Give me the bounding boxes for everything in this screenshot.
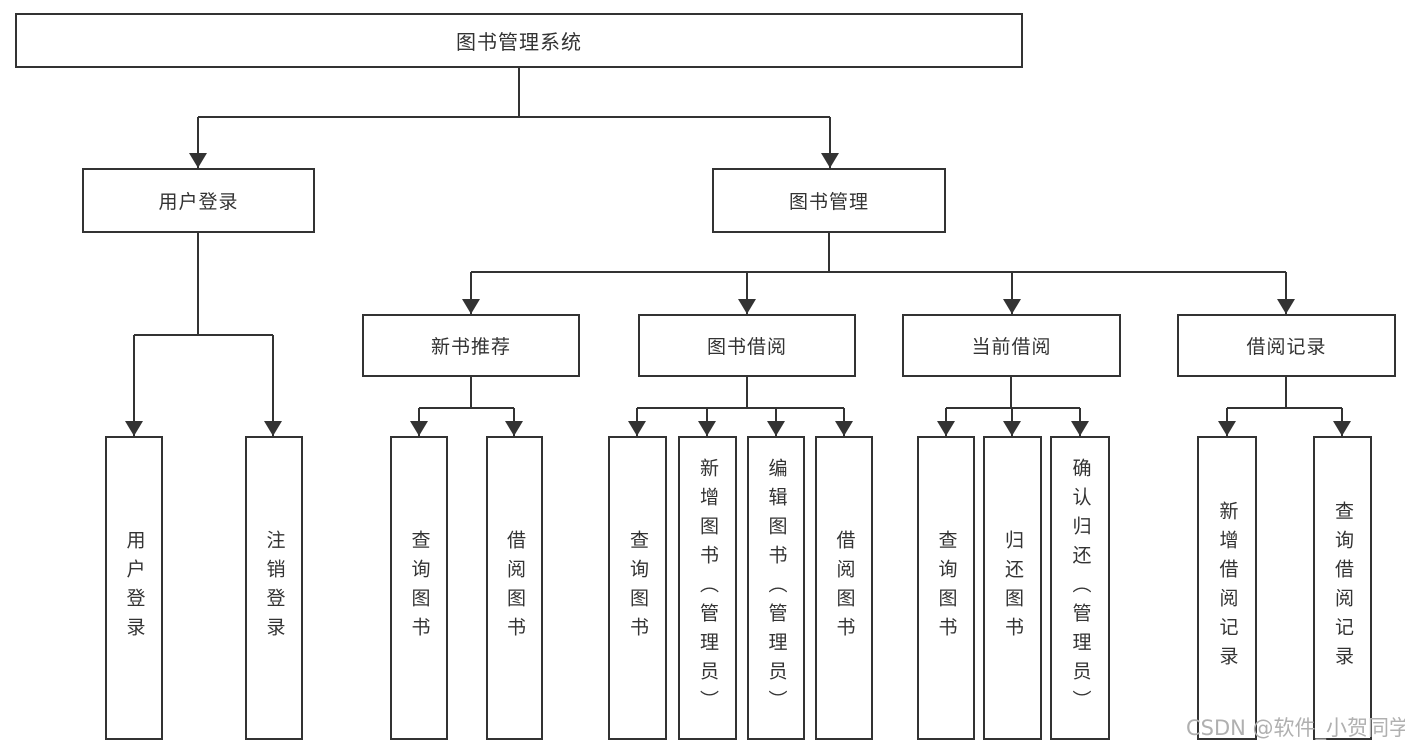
node-new-book-recommend: 新书推荐	[362, 314, 580, 377]
node-user-login: 用户登录	[82, 168, 315, 233]
leaf-query-books-1: 查询图书	[390, 436, 448, 740]
leaf-user-login: 用户登录	[105, 436, 163, 740]
leaf-logout: 注销登录	[245, 436, 303, 740]
node-book-management: 图书管理	[712, 168, 946, 233]
leaf-label: 确认归还（管理员）	[1069, 457, 1092, 719]
leaf-label: 查询图书	[627, 530, 649, 646]
node-root: 图书管理系统	[15, 13, 1023, 68]
leaf-return-books: 归还图书	[983, 436, 1042, 740]
leaf-label: 借阅图书	[833, 530, 856, 646]
leaf-label: 查询图书	[935, 530, 958, 646]
leaf-add-books-admin: 新增图书（管理员）	[678, 436, 737, 740]
leaf-label: 编辑图书（管理员）	[765, 457, 788, 719]
leaf-add-borrow-record: 新增借阅记录	[1197, 436, 1257, 740]
leaf-borrow-books-1: 借阅图书	[486, 436, 543, 740]
leaf-label: 借阅图书	[504, 530, 526, 646]
leaf-label: 新增借阅记录	[1216, 501, 1239, 675]
leaf-label: 新增图书（管理员）	[697, 457, 719, 719]
leaf-query-books-2: 查询图书	[608, 436, 667, 740]
node-borrow-records: 借阅记录	[1177, 314, 1396, 377]
leaf-borrow-books-2: 借阅图书	[815, 436, 873, 740]
leaf-query-borrow-record: 查询借阅记录	[1313, 436, 1372, 740]
node-book-borrow: 图书借阅	[638, 314, 856, 377]
leaf-label: 查询图书	[408, 530, 431, 646]
node-current-borrow: 当前借阅	[902, 314, 1121, 377]
leaf-label: 用户登录	[123, 530, 146, 646]
leaf-query-books-3: 查询图书	[917, 436, 975, 740]
leaf-label: 查询借阅记录	[1332, 501, 1354, 675]
watermark-text: CSDN @软件_小贺同学	[1186, 716, 1405, 740]
leaf-edit-books-admin: 编辑图书（管理员）	[747, 436, 805, 740]
leaf-label: 归还图书	[1002, 530, 1024, 646]
leaf-label: 注销登录	[263, 530, 286, 646]
leaf-confirm-return-admin: 确认归还（管理员）	[1050, 436, 1110, 740]
